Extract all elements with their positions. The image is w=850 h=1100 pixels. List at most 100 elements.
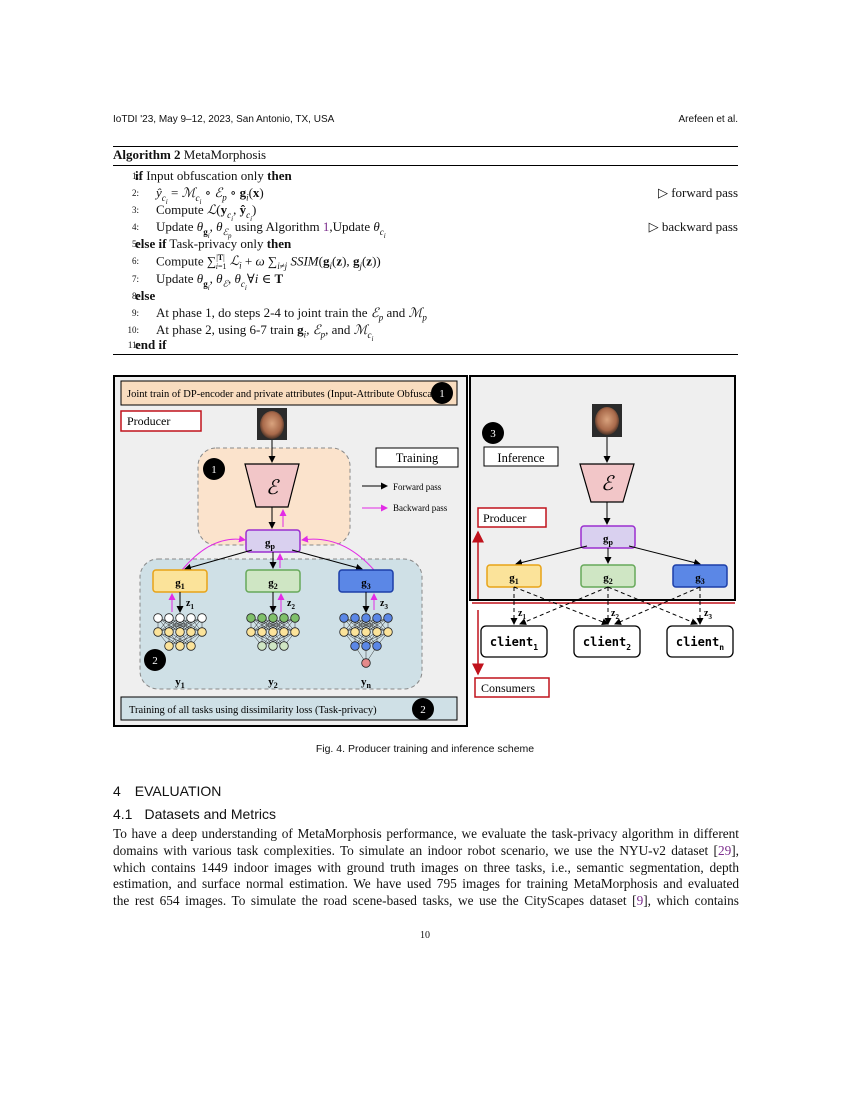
svg-text:clientn: clientn <box>676 635 724 652</box>
y1-sub: 1 <box>181 681 185 690</box>
encoder-trapezoid <box>244 463 300 508</box>
gp-sub: p <box>271 542 276 551</box>
line-number: 4: <box>131 222 139 232</box>
network-neuron <box>290 627 300 637</box>
g3-sub: 3 <box>367 582 371 591</box>
badge-2-bottom <box>412 698 434 720</box>
forward-pass-legend: Forward pass <box>393 482 442 492</box>
network-neuron <box>257 627 267 637</box>
z3-label-inference: z <box>704 608 709 619</box>
network-neuron <box>383 613 393 623</box>
badge-1-text: 1 <box>439 388 445 400</box>
line-number: 8: <box>131 291 139 301</box>
badge-1-producer-text: 1 <box>211 464 217 476</box>
comment-backward-pass: ▷ backward pass <box>648 219 738 234</box>
producer-label-box <box>120 410 202 432</box>
network-neuron <box>186 627 196 637</box>
g2-label: g <box>268 577 274 589</box>
y2-sub: 2 <box>274 681 278 690</box>
banner-input-attribute: Joint train of DP-encoder and private at… <box>127 389 452 400</box>
g3-label: g <box>361 577 367 589</box>
z3-sub: 3 <box>384 603 388 611</box>
network-neuron <box>361 658 371 668</box>
svg-text:z1: z1 <box>518 608 526 621</box>
algorithm-line-6: 6: Compute ∑|T|i=1 ℒi + ω ∑i≠j SSIM(gi(z… <box>113 253 738 271</box>
network-edge <box>354 631 389 647</box>
inference-panel: 3 Inference ℰ Producer gp g1 g2 g3 <box>469 375 736 698</box>
svg-text:g2: g2 <box>603 572 613 586</box>
task-networks <box>153 613 393 668</box>
network-neuron <box>197 613 207 623</box>
network-neuron <box>257 641 267 651</box>
gp-label: g <box>265 537 271 549</box>
client-1-box <box>480 625 548 658</box>
network-neuron <box>279 613 289 623</box>
producer-label-box-inference <box>477 507 547 528</box>
algorithm-bottom-rule <box>113 354 738 355</box>
network-neuron <box>279 627 289 637</box>
network-neuron <box>339 613 349 623</box>
g1-label-inference: g <box>509 572 515 584</box>
encoder-symbol: ℰ <box>266 477 280 499</box>
g1-sub: 1 <box>181 582 185 591</box>
backward-pass-legend: Backward pass <box>393 503 448 513</box>
network-neuron <box>372 641 382 651</box>
svg-text:gp: gp <box>603 533 614 547</box>
subsection-number: 4.1 <box>113 806 133 822</box>
network-neuron <box>164 641 174 651</box>
g2-sub-inference: 2 <box>609 577 613 586</box>
network-neuron <box>175 613 185 623</box>
svg-text:z1: z1 <box>186 598 194 611</box>
z1-label-inference: z <box>518 608 523 619</box>
network-neuron <box>175 641 185 651</box>
producer-label: Producer <box>127 414 170 428</box>
network-neuron <box>246 627 256 637</box>
z3-label: z <box>380 598 385 609</box>
svg-text:z3: z3 <box>380 598 388 611</box>
algorithm-top-rule <box>113 146 738 147</box>
algorithm-title: Algorithm 2 MetaMorphosis <box>113 147 266 163</box>
g3-sub-inference: 3 <box>701 577 705 586</box>
producer-label-inference: Producer <box>483 511 526 525</box>
line-number: 6: <box>131 256 139 266</box>
algorithm-line-2: 2: ŷci = ℳci ∘ ℰp ∘ gi(x) ▷ forward pass <box>113 185 738 205</box>
z3-sub-inference: 3 <box>708 613 712 621</box>
network-neuron <box>268 641 278 651</box>
training-panel: Joint train of DP-encoder and private at… <box>113 375 468 727</box>
algorithm-line-1: 1: if Input obfuscation only then <box>113 168 738 185</box>
algorithm-line-9: 9: At phase 1, do steps 2-4 to joint tra… <box>113 305 738 323</box>
encoder-symbol-inference: ℰ <box>601 473 615 495</box>
line-number: 7: <box>131 274 139 284</box>
client-n-label: client <box>676 635 719 649</box>
banner-task-privacy: Training of all tasks using dissimilarit… <box>129 705 377 716</box>
g3-label-inference: g <box>695 572 701 584</box>
figure-producer-scheme: Joint train of DP-encoder and private at… <box>113 375 736 727</box>
client-2-label: client <box>583 635 626 649</box>
algorithm-else: else <box>135 288 156 303</box>
network-neuron <box>361 641 371 651</box>
gp-sub-inference: p <box>609 538 614 547</box>
network-edge <box>261 617 296 633</box>
paragraph-line-1: To have a deep understanding of MetaMorp… <box>113 826 739 841</box>
client-2-box <box>573 625 641 658</box>
algorithm-line-3: 3: Compute ℒ(yci, ŷci) <box>113 202 738 222</box>
line-number: 3: <box>131 205 139 215</box>
running-header-left: IoTDI '23, May 9–12, 2023, San Antonio, … <box>113 114 335 125</box>
consumers-label-box <box>474 677 550 698</box>
network-neuron <box>164 627 174 637</box>
line-number: 2: <box>131 188 139 198</box>
training-label: Training <box>396 451 439 465</box>
network-neuron <box>257 613 267 623</box>
running-header-right: Arefeen et al. <box>678 114 738 125</box>
network-neuron <box>268 613 278 623</box>
consumers-label: Consumers <box>481 681 535 695</box>
network-neuron <box>339 627 349 637</box>
yn-sub: n <box>367 681 372 690</box>
network-edge <box>261 631 296 647</box>
gp-label-inference: g <box>603 533 609 545</box>
paragraph-line-3: which contains 1449 indoor images with g… <box>113 859 739 875</box>
figure-caption: Fig. 4. Producer training and inference … <box>315 743 535 755</box>
badge-3-text: 3 <box>490 428 496 440</box>
network-neuron <box>164 613 174 623</box>
